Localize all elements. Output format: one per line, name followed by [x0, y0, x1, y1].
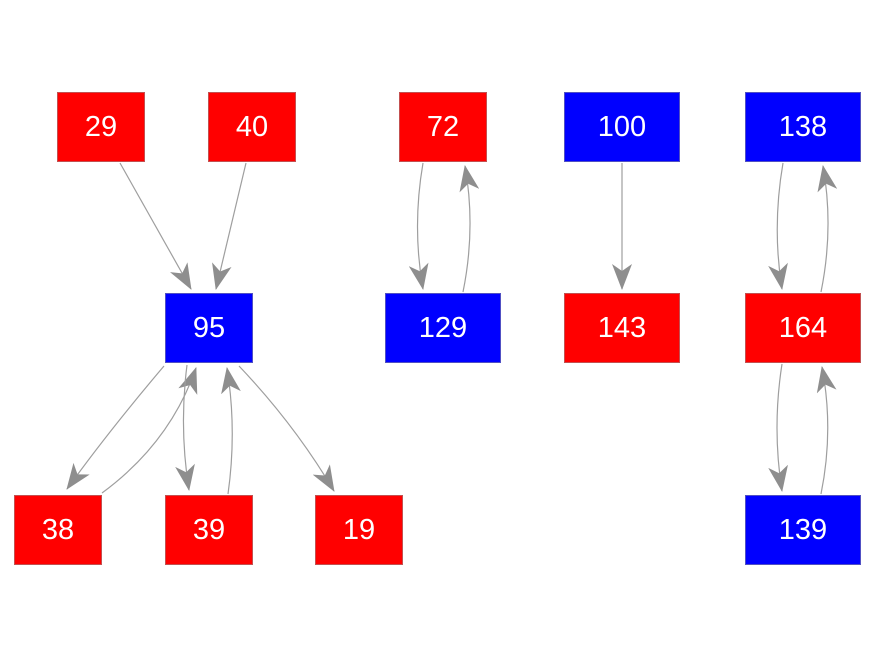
edge-95-38 — [66, 365, 165, 490]
graph-node-72[interactable]: 72 — [399, 92, 487, 162]
graph-node-29[interactable]: 29 — [57, 92, 145, 162]
edge-39-95 — [221, 367, 241, 495]
node-label: 38 — [41, 513, 75, 546]
node-label: 138 — [778, 110, 828, 143]
node-label: 95 — [192, 311, 226, 344]
edge-164-139 — [768, 363, 788, 492]
graph-node-100[interactable]: 100 — [564, 92, 680, 162]
node-label: 72 — [426, 110, 460, 143]
node-label: 40 — [235, 110, 269, 143]
edge-95-19 — [238, 365, 335, 492]
node-label: 19 — [342, 513, 376, 546]
graph-node-164[interactable]: 164 — [745, 293, 861, 363]
graph-node-39[interactable]: 39 — [165, 495, 253, 565]
graph-node-95[interactable]: 95 — [165, 293, 253, 363]
edge-72-129 — [408, 162, 429, 290]
edge-95-39 — [175, 364, 195, 491]
graph-node-143[interactable]: 143 — [564, 293, 680, 363]
node-label: 164 — [778, 311, 828, 344]
edge-38-95 — [101, 367, 198, 494]
edge-164-138 — [817, 165, 838, 293]
edge-139-164 — [816, 366, 837, 495]
edge-129-72 — [459, 165, 480, 293]
edge-40-95 — [212, 162, 247, 290]
graph-node-129[interactable]: 129 — [385, 293, 501, 363]
node-label: 143 — [597, 311, 647, 344]
node-label: 129 — [418, 311, 468, 344]
edge-29-95 — [119, 162, 192, 290]
graph-node-139[interactable]: 139 — [745, 495, 861, 565]
graph-node-19[interactable]: 19 — [315, 495, 403, 565]
node-label: 139 — [778, 513, 828, 546]
graph-node-138[interactable]: 138 — [745, 92, 861, 162]
edge-138-164 — [768, 162, 788, 290]
graph-node-40[interactable]: 40 — [208, 92, 296, 162]
node-label: 29 — [84, 110, 118, 143]
node-label: 39 — [192, 513, 226, 546]
node-label: 100 — [597, 110, 647, 143]
graph-node-38[interactable]: 38 — [14, 495, 102, 565]
